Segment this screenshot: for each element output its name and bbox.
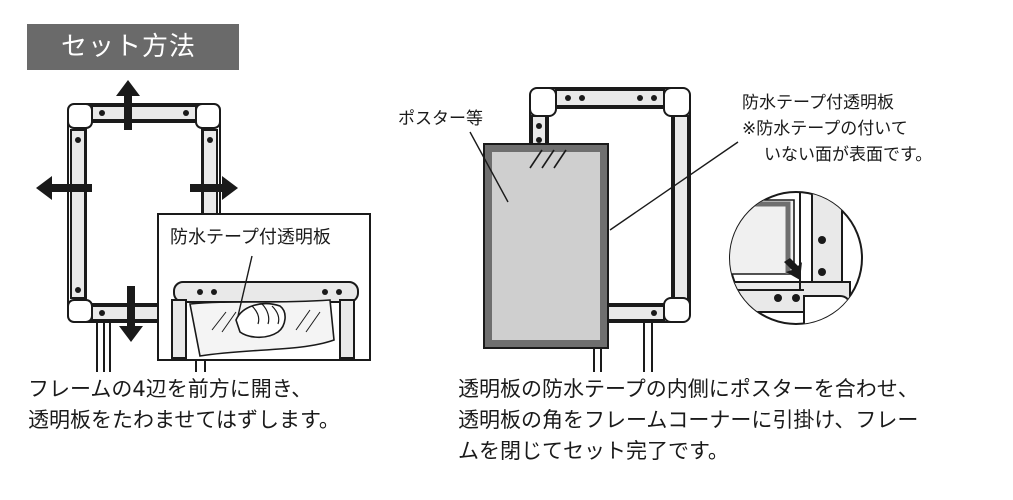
step2-caption: 透明板の防水テープの内側にポスターを合わせ、 透明板の角をフレームコーナーに引掛… [458, 374, 919, 467]
step2-caption-line-3: ムを閉じてセット完了です。 [458, 439, 729, 463]
panel-leader [609, 141, 739, 231]
detail-inset [157, 213, 371, 361]
step2-caption-line-1: 透明板の防水テープの内側にポスターを合わせ、 [458, 377, 919, 401]
panel-label-line-3: いない面が表面です。 [764, 145, 933, 165]
poster-leader [469, 131, 509, 203]
section-title: セット方法 [27, 24, 239, 70]
corner-detail [729, 191, 863, 325]
panel-label-line-2: ※防水テープの付いて [742, 119, 908, 139]
step1-caption: フレームの4辺を前方に開き、 透明板をたわませてはずします。 [28, 374, 340, 436]
open-arrow-down [119, 286, 143, 342]
panel-label-line-1: 防水テープ付透明板 [742, 93, 894, 113]
poster-label: ポスター等 [398, 109, 483, 129]
step1-caption-line-2: 透明板をたわませてはずします。 [28, 408, 340, 432]
stand-pole [593, 320, 653, 372]
open-arrow-left [36, 176, 92, 200]
step1-caption-line-1: フレームの4辺を前方に開き、 [28, 377, 313, 401]
open-arrow-right [190, 176, 238, 200]
inset-label: 防水テープ付透明板 [170, 227, 331, 248]
panel-label: 防水テープ付透明板 ※防水テープの付いて いない面が表面です。 [742, 90, 932, 168]
step2-caption-line-2: 透明板の角をフレームコーナーに引掛け、フレー [458, 408, 919, 432]
open-arrow-up [116, 80, 140, 130]
poster-panel [483, 143, 609, 349]
